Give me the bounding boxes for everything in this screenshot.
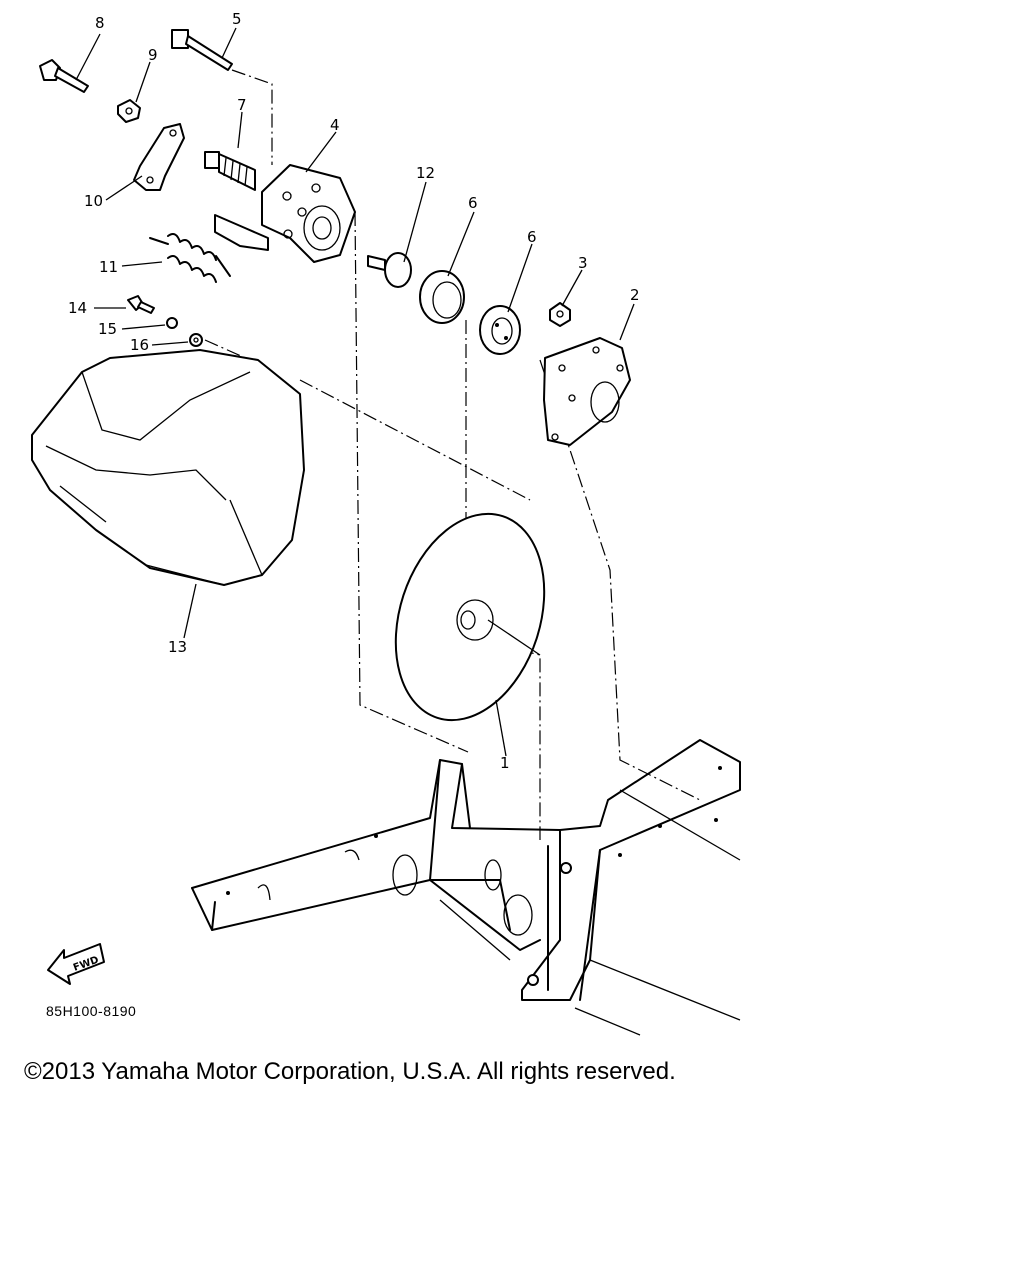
exploded-parts-diagram: 1 2 3 4 5 6 6 7 8 9 10 11 12 13 14 15 16… bbox=[31, 10, 741, 1036]
copyright-notice: ©2013 Yamaha Motor Corporation, U.S.A. A… bbox=[24, 1058, 676, 1085]
part-8-bolt bbox=[39, 59, 89, 93]
callout-8: 8 bbox=[95, 14, 105, 32]
part-2-bracket-plate bbox=[543, 337, 631, 446]
callout-5: 5 bbox=[232, 10, 242, 28]
part-16-washer bbox=[189, 333, 203, 347]
part-14-screw bbox=[127, 295, 155, 314]
part-15-washer bbox=[166, 317, 178, 329]
part-9-nut bbox=[117, 99, 141, 123]
callout-15: 15 bbox=[98, 320, 117, 338]
callout-6b: 6 bbox=[527, 228, 537, 246]
callout-4: 4 bbox=[330, 116, 340, 134]
chassis-frame bbox=[191, 739, 741, 1036]
part-6-bearing-a bbox=[419, 270, 465, 324]
part-4-housing bbox=[214, 164, 356, 263]
callout-12: 12 bbox=[416, 164, 435, 182]
callout-16: 16 bbox=[130, 336, 149, 354]
callout-9: 9 bbox=[148, 46, 158, 64]
callout-2: 2 bbox=[630, 286, 640, 304]
callout-10: 10 bbox=[84, 192, 103, 210]
fwd-arrow-icon: FWD bbox=[47, 943, 105, 985]
part-1-drive-disc bbox=[394, 512, 546, 722]
part-13-belt-cover bbox=[31, 349, 305, 586]
callout-14: 14 bbox=[68, 299, 87, 317]
callout-3: 3 bbox=[578, 254, 588, 272]
callout-6a: 6 bbox=[468, 194, 478, 212]
part-11-spring bbox=[149, 233, 231, 283]
callout-leaders bbox=[75, 27, 635, 757]
callout-numbers: 1 2 3 4 5 6 6 7 8 9 10 11 12 13 14 15 16 bbox=[68, 10, 640, 772]
callout-7: 7 bbox=[237, 96, 247, 114]
diagram-part-code: 85H100-8190 bbox=[46, 1003, 137, 1019]
part-5-long-bolt bbox=[171, 29, 233, 71]
part-3-nut bbox=[549, 302, 571, 327]
callout-13: 13 bbox=[168, 638, 187, 656]
callout-1: 1 bbox=[500, 754, 510, 772]
part-6-bearing-b bbox=[479, 305, 521, 355]
callout-11: 11 bbox=[99, 258, 118, 276]
part-10-lever-arm bbox=[133, 123, 185, 191]
part-7-adjuster-screw bbox=[204, 151, 256, 191]
